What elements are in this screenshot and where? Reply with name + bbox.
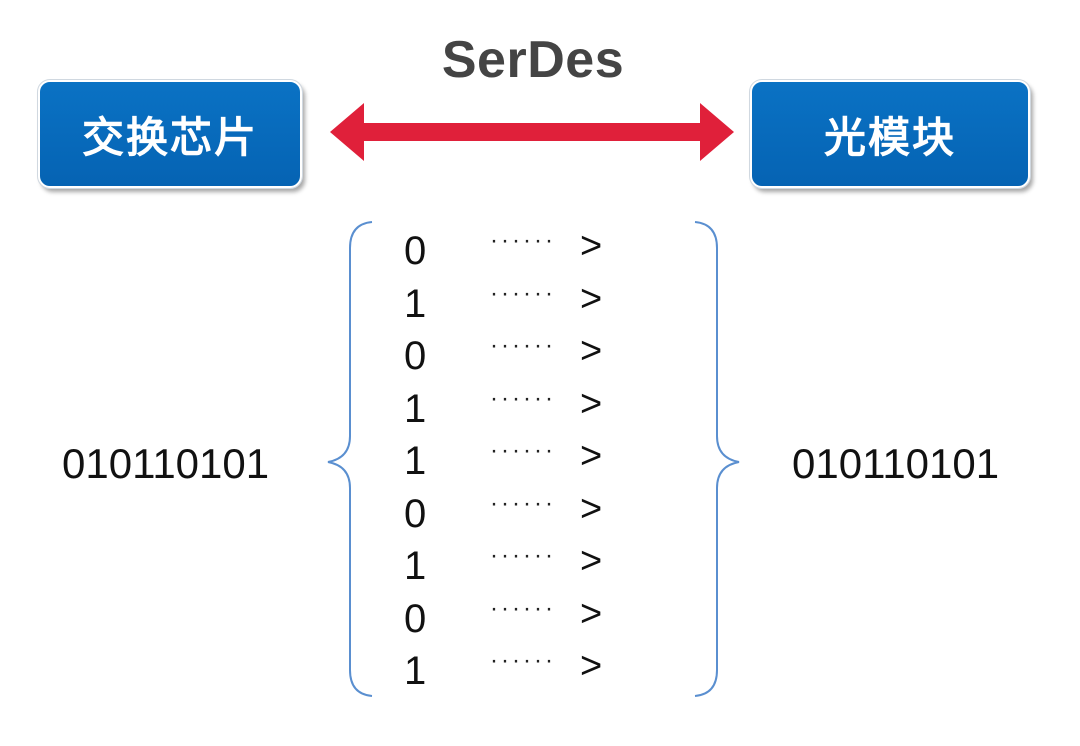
direction-arrowhead: > — [580, 487, 603, 530]
dotted-connector: ······ — [490, 437, 556, 464]
serial-bit-value: 1 — [404, 544, 427, 588]
bidirectional-arrow — [330, 103, 734, 161]
serial-bit-row: 1 ······ > — [400, 540, 660, 593]
dotted-connector: ······ — [490, 279, 556, 307]
switch-chip-label: 交换芯片 — [81, 112, 258, 162]
optical-module-box: 光模块 — [749, 79, 1031, 189]
serial-bit-row: 0 ······ > — [400, 330, 660, 383]
right-curly-brace — [694, 221, 740, 697]
direction-arrowhead: > — [580, 592, 603, 635]
direction-arrowhead: > — [580, 435, 603, 477]
serial-bit-row: 1 ······ > — [400, 645, 660, 698]
serial-bit-value: 1 — [404, 649, 427, 693]
bidirectional-arrow-shape — [330, 103, 734, 161]
serial-bit-row: 0 ······ > — [400, 593, 660, 646]
direction-arrowhead: > — [580, 645, 603, 687]
serial-bit-list: 0 ······ >1 ······ >0 ······ >1 ······ >1 ······ >… — [400, 225, 660, 698]
switch-chip-box: 交换芯片 — [37, 79, 303, 189]
serial-bit-row: 1 ······ > — [400, 278, 660, 331]
parallel-bits-right: 010110101 — [792, 440, 1000, 487]
serial-bit-row: 1 ······ > — [400, 383, 660, 436]
serial-bit-row: 1 ······ > — [400, 435, 660, 488]
dotted-connector: ······ — [490, 227, 556, 254]
direction-arrowhead: > — [580, 382, 603, 425]
serial-bit-value: 1 — [404, 386, 427, 431]
serial-bit-value: 1 — [404, 439, 427, 483]
serial-bit-row: 0 ······ > — [400, 488, 660, 541]
direction-arrowhead: > — [580, 540, 603, 582]
dotted-connector: ······ — [490, 489, 556, 517]
parallel-bits-left: 010110101 — [62, 440, 270, 487]
direction-arrowhead: > — [580, 277, 603, 320]
optical-module-label: 光模块 — [823, 112, 956, 162]
direction-arrowhead: > — [580, 330, 603, 372]
dotted-connector: ······ — [490, 542, 556, 569]
dotted-connector: ······ — [490, 647, 556, 674]
left-curly-brace — [327, 221, 373, 697]
serial-bit-value: 0 — [404, 229, 427, 273]
serial-bit-row: 0 ······ > — [400, 225, 660, 278]
dotted-connector: ······ — [490, 594, 556, 622]
dotted-connector: ······ — [490, 332, 556, 359]
serial-bit-value: 0 — [404, 334, 427, 378]
dotted-connector: ······ — [490, 384, 556, 412]
serial-bit-value: 1 — [404, 281, 427, 326]
serial-bit-value: 0 — [404, 491, 427, 536]
direction-arrowhead: > — [580, 225, 603, 267]
diagram-title: SerDes — [441, 31, 625, 89]
serial-bit-value: 0 — [404, 596, 427, 641]
